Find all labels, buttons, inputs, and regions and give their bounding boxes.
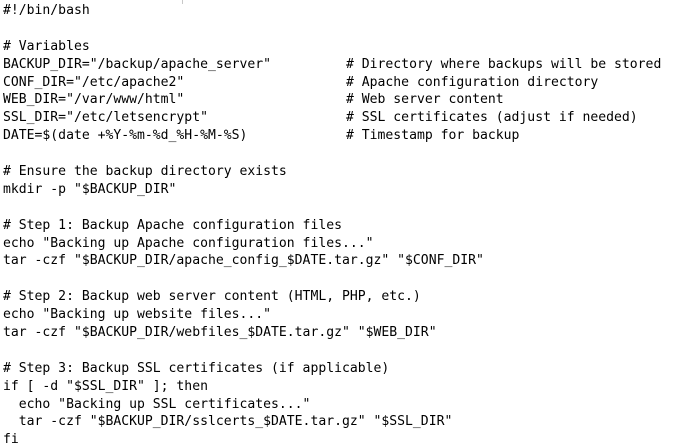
code-line[interactable]: # Step 1: Backup Apache configuration fi… <box>3 217 484 235</box>
code-line[interactable] <box>3 342 484 360</box>
inline-comment: # Apache configuration directory <box>346 74 599 90</box>
code-line[interactable]: BACKUP_DIR="/backup/apache_server" # Dire… <box>3 56 661 74</box>
code-line[interactable]: tar -czf "$BACKUP_DIR/apache_config_$DAT… <box>3 252 484 270</box>
code-line[interactable]: echo "Backing up website files..." <box>3 306 484 324</box>
code-line[interactable]: tar -czf "$BACKUP_DIR/webfiles_$DATE.tar… <box>3 324 484 342</box>
code-text: if [ -d "$SSL_DIR" ]; then <box>3 378 208 394</box>
code-text: # Step 2: Backup web server content (HTM… <box>3 289 421 305</box>
code-line[interactable]: SSL_DIR="/etc/letsencrypt" # SSL certific… <box>3 109 638 127</box>
code-line[interactable]: WEB_DIR="/var/www/html" # Web server cont… <box>3 91 504 109</box>
code-line[interactable]: # Step 2: Backup web server content (HTM… <box>3 288 484 306</box>
code-text: WEB_DIR="/var/www/html" <box>3 92 185 108</box>
code-text: echo "Backing up Apache configuration fi… <box>3 235 374 251</box>
code-text: # Step 1: Backup Apache configuration fi… <box>3 217 342 233</box>
inline-comment: # Timestamp for backup <box>346 128 520 144</box>
code-text: CONF_DIR="/etc/apache2" <box>3 74 185 90</box>
inline-comment: # Web server content <box>346 92 504 108</box>
code-line[interactable]: if [ -d "$SSL_DIR" ]; then <box>3 378 484 396</box>
window-divider <box>182 0 183 4</box>
code-line[interactable]: mkdir -p "$BACKUP_DIR" <box>3 181 484 199</box>
code-text: # Ensure the backup directory exists <box>3 164 287 180</box>
code-text: # Variables <box>3 38 90 54</box>
inline-comment: # SSL certificates (adjust if needed) <box>346 110 638 126</box>
code-text: mkdir -p "$BACKUP_DIR" <box>3 181 177 197</box>
code-line[interactable]: # Step 3: Backup SSL certificates (if ap… <box>3 360 484 378</box>
code-content[interactable]: #!/bin/bash # Variables BACKUP_DIR="/bac… <box>3 2 661 447</box>
code-line[interactable]: tar -czf "$BACKUP_DIR/sslcerts_$DATE.tar… <box>3 413 484 431</box>
code-line[interactable] <box>3 145 484 163</box>
code-text: # Step 3: Backup SSL certificates (if ap… <box>3 360 390 376</box>
code-line[interactable] <box>3 20 484 38</box>
inline-comment: # Directory where backups will be stored <box>346 56 662 72</box>
code-text: tar -czf "$BACKUP_DIR/webfiles_$DATE.tar… <box>3 325 437 341</box>
code-line[interactable]: # Variables <box>3 38 484 56</box>
code-line[interactable]: CONF_DIR="/etc/apache2" # Apache configur… <box>3 74 598 92</box>
code-text: tar -czf "$BACKUP_DIR/sslcerts_$DATE.tar… <box>3 414 453 430</box>
code-text: echo "Backing up SSL certificates..." <box>3 396 311 412</box>
code-line[interactable] <box>3 199 484 217</box>
code-line[interactable]: echo "Backing up SSL certificates..." <box>3 396 484 414</box>
code-line[interactable]: #!/bin/bash <box>3 2 484 20</box>
code-text: #!/bin/bash <box>3 3 90 18</box>
code-line[interactable]: echo "Backing up Apache configuration fi… <box>3 235 484 253</box>
code-text: SSL_DIR="/etc/letsencrypt" <box>3 110 208 126</box>
code-text: tar -czf "$BACKUP_DIR/apache_config_$DAT… <box>3 253 484 269</box>
code-line[interactable]: DATE=$(date +%Y-%m-%d_%H-%M-%S) # Timesta… <box>3 127 519 145</box>
code-line[interactable]: # Ensure the backup directory exists <box>3 163 484 181</box>
code-text: fi <box>3 432 19 447</box>
code-line[interactable]: fi <box>3 431 484 447</box>
code-text: BACKUP_DIR="/backup/apache_server" <box>3 56 272 72</box>
code-text: echo "Backing up website files..." <box>3 307 272 323</box>
code-line[interactable] <box>3 270 484 288</box>
code-text: DATE=$(date +%Y-%m-%d_%H-%M-%S) <box>3 128 248 144</box>
